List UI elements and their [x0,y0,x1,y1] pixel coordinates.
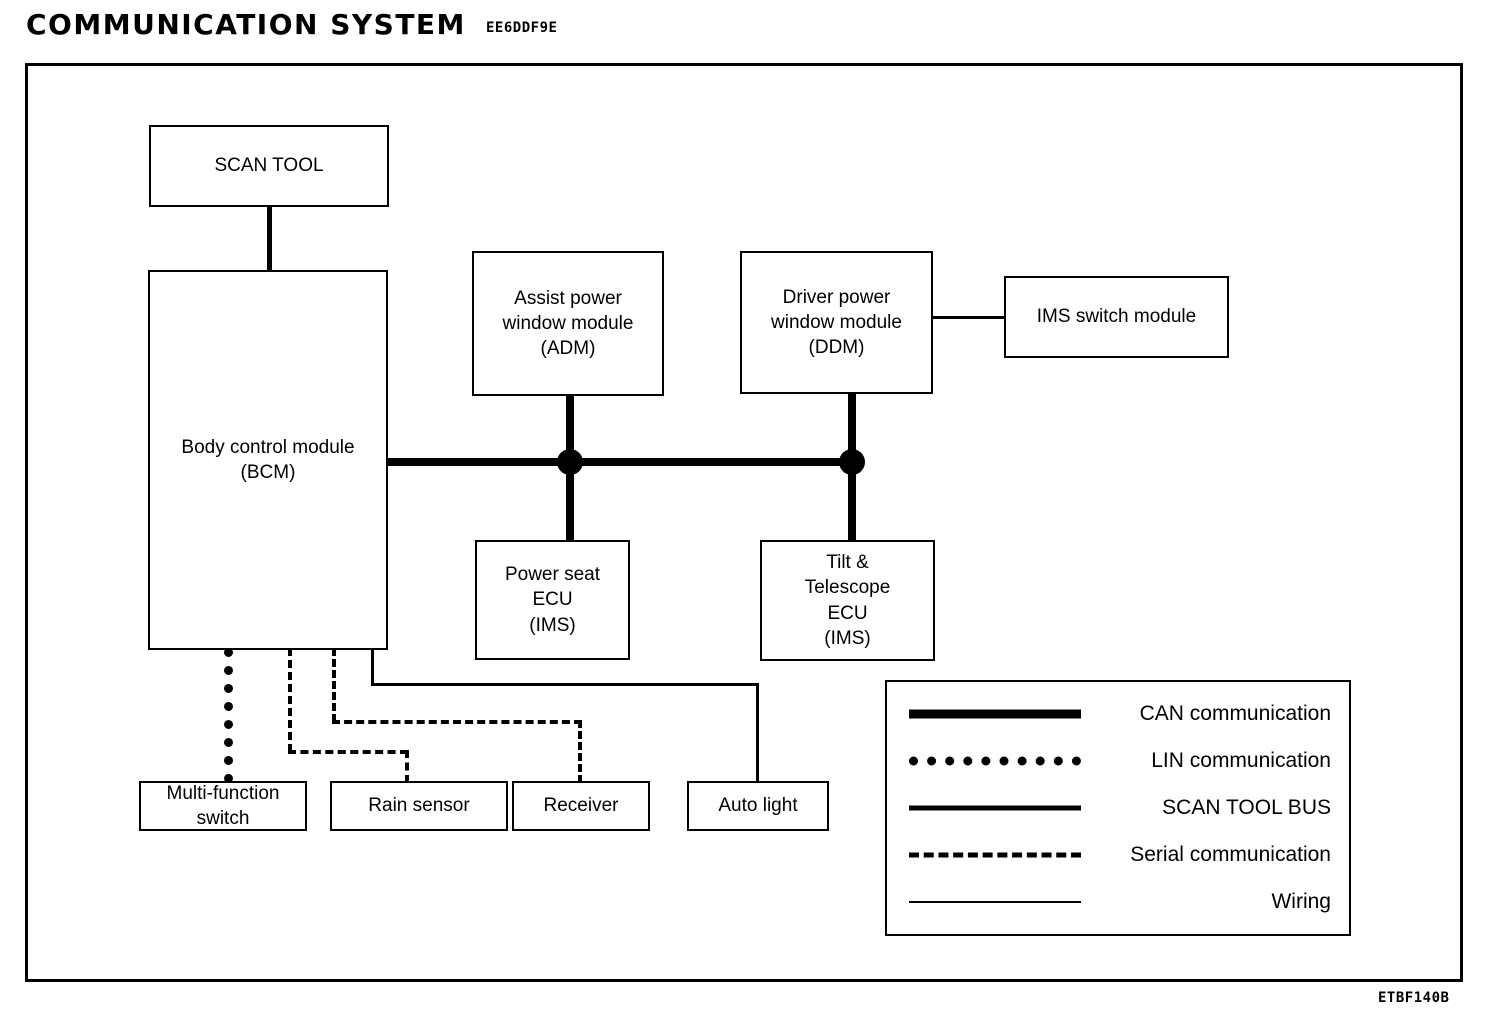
node-power-seat-ecu[interactable]: Power seat ECU (IMS) [475,540,630,660]
can-junction-dot-ddm [839,449,865,475]
node-power-seat-ecu-line-0: Power seat [504,564,601,586]
node-tilt-telescope-line-3: (IMS) [824,627,871,649]
node-rain-sensor[interactable]: Rain sensor [330,781,508,831]
page-title: COMMUNICATION SYSTEM [26,8,466,41]
node-ddm-line-0: Driver power [782,286,891,308]
title-code: EE6DDF9E [486,20,558,36]
legend-sample-bus-icon [909,799,1081,817]
link-serial-rain-sensor-v2 [405,750,409,783]
legend-label-wiring: Wiring [1271,890,1331,914]
node-power-seat-ecu-line-2: (IMS) [529,614,576,636]
legend-sample-wiring-icon [909,893,1081,911]
node-multi-function-line-1: switch [196,808,250,829]
link-serial-receiver-v1 [332,648,336,722]
legend-label-lin: LIN communication [1151,748,1331,772]
legend-sample-can-icon [909,705,1081,723]
legend-row-can: CAN communication [897,694,1335,734]
link-wiring-auto-light-h [371,683,759,686]
link-lin-multi-function [224,648,233,783]
node-tilt-telescope-line-1: Telescope [804,577,891,599]
link-serial-rain-sensor-v1 [288,648,292,752]
node-scan-tool[interactable]: SCAN TOOL [149,125,389,207]
node-auto-light-line-0: Auto light [718,795,798,817]
link-wiring-auto-light-v2 [756,683,759,783]
legend-sample-lin-icon [909,752,1081,770]
node-power-seat-ecu-line-1: ECU [532,589,573,611]
node-rain-sensor-line-0: Rain sensor [368,795,470,817]
link-wiring-ims-switch [931,316,1006,319]
legend-row-serial: Serial communication [897,835,1335,875]
node-receiver-line-0: Receiver [543,795,619,817]
link-serial-receiver-h [332,720,582,724]
legend-row-lin: LIN communication [897,741,1335,781]
link-scan-tool-bus [267,205,272,273]
legend-label-can: CAN communication [1139,701,1331,725]
node-adm-line-1: window module [502,312,634,334]
legend-label-scan-tool-bus: SCAN TOOL BUS [1162,795,1331,819]
node-tilt-telescope-ecu[interactable]: Tilt & Telescope ECU (IMS) [760,540,935,661]
node-adm-line-0: Assist power [514,287,622,309]
node-adm[interactable]: Assist power window module (ADM) [472,251,664,396]
legend-row-wiring: Wiring [897,882,1335,922]
legend-label-serial: Serial communication [1130,843,1331,867]
legend-sample-serial-icon [909,846,1081,864]
node-auto-light[interactable]: Auto light [687,781,829,831]
node-tilt-telescope-line-2: ECU [827,602,868,624]
node-bcm[interactable]: Body control module (BCM) [148,270,388,650]
node-ddm[interactable]: Driver power window module (DDM) [740,251,933,394]
node-scan-tool-line-0: SCAN TOOL [214,155,324,177]
node-adm-line-2: (ADM) [540,338,596,360]
link-serial-receiver-v2 [578,720,582,783]
link-serial-rain-sensor-h [288,750,408,754]
node-ddm-line-1: window module [771,311,902,333]
node-ims-switch[interactable]: IMS switch module [1004,276,1229,358]
link-can-trunk [386,458,858,466]
legend-row-scan-tool-bus: SCAN TOOL BUS [897,788,1335,828]
node-ims-switch-line-0: IMS switch module [1036,306,1197,328]
node-multi-function-line-0: Multi-function [166,782,280,804]
node-multi-function-switch[interactable]: Multi-function switch [139,781,307,831]
legend: CAN communication LIN communication SCAN… [885,680,1351,936]
node-tilt-telescope-line-0: Tilt & [826,551,869,573]
node-ddm-line-2: (DDM) [808,337,865,359]
diagram-frame [25,63,1463,982]
link-wiring-auto-light-v1 [371,648,374,685]
node-bcm-line-0: Body control module [181,436,355,458]
node-bcm-line-1: (BCM) [240,462,296,483]
can-junction-dot-adm [557,449,583,475]
node-receiver[interactable]: Receiver [512,781,650,831]
figure-code: ETBF140B [1378,990,1450,1006]
